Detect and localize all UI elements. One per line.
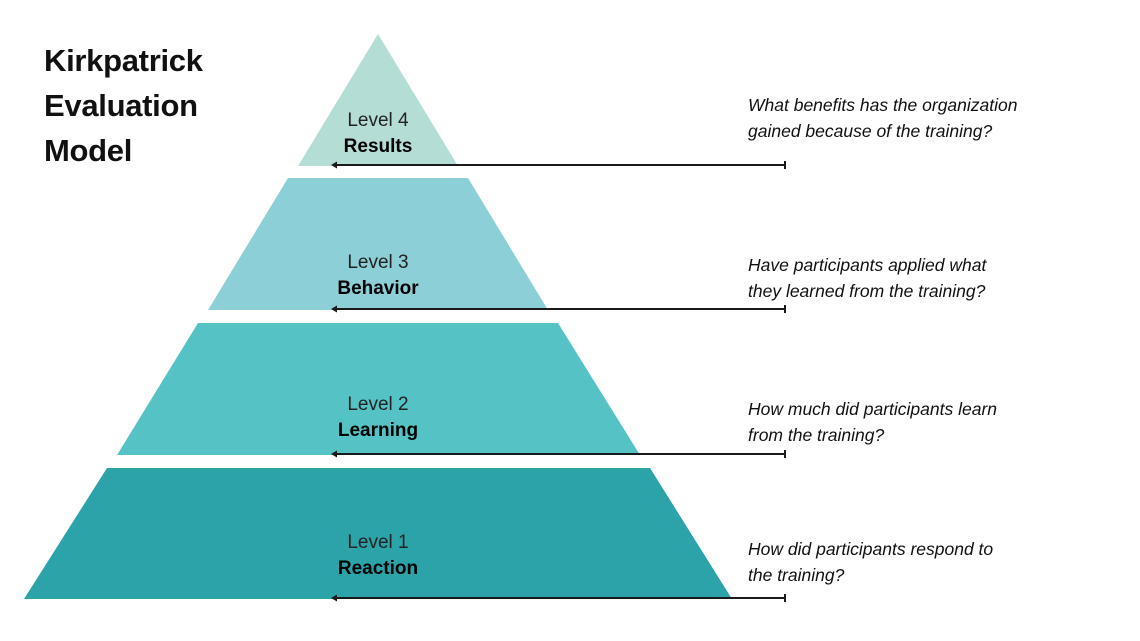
- level-3-question-line-1: Have participants applied what: [748, 255, 987, 275]
- level-1-question: How did participants respond to the trai…: [748, 536, 1078, 588]
- pyramid-level-3-shape: [208, 178, 548, 310]
- level-3-question-line-2: they learned from the training?: [748, 281, 986, 301]
- level-2-question: How much did participants learn from the…: [748, 396, 1078, 448]
- pyramid-level-1-shape: [24, 468, 732, 599]
- page-title: Kirkpatrick Evaluation Model: [44, 38, 344, 173]
- level-4-question-line-2: gained because of the training?: [748, 121, 993, 141]
- level-3-question: Have participants applied what they lear…: [748, 252, 1078, 304]
- level-2-question-line-1: How much did participants learn: [748, 399, 998, 419]
- level-2-question-line-2: from the training?: [748, 425, 885, 445]
- level-4-question-line-1: What benefits has the organization: [748, 95, 1018, 115]
- pyramid-level-4-shape: [298, 34, 458, 166]
- level-4-question: What benefits has the organization gaine…: [748, 92, 1078, 144]
- level-1-question-line-1: How did participants respond to: [748, 539, 994, 559]
- title-line-2: Evaluation: [44, 88, 198, 123]
- title-line-3: Model: [44, 133, 133, 168]
- level-1-question-line-2: the training?: [748, 565, 845, 585]
- title-line-1: Kirkpatrick: [44, 43, 203, 78]
- pyramid-level-2-shape: [117, 323, 640, 455]
